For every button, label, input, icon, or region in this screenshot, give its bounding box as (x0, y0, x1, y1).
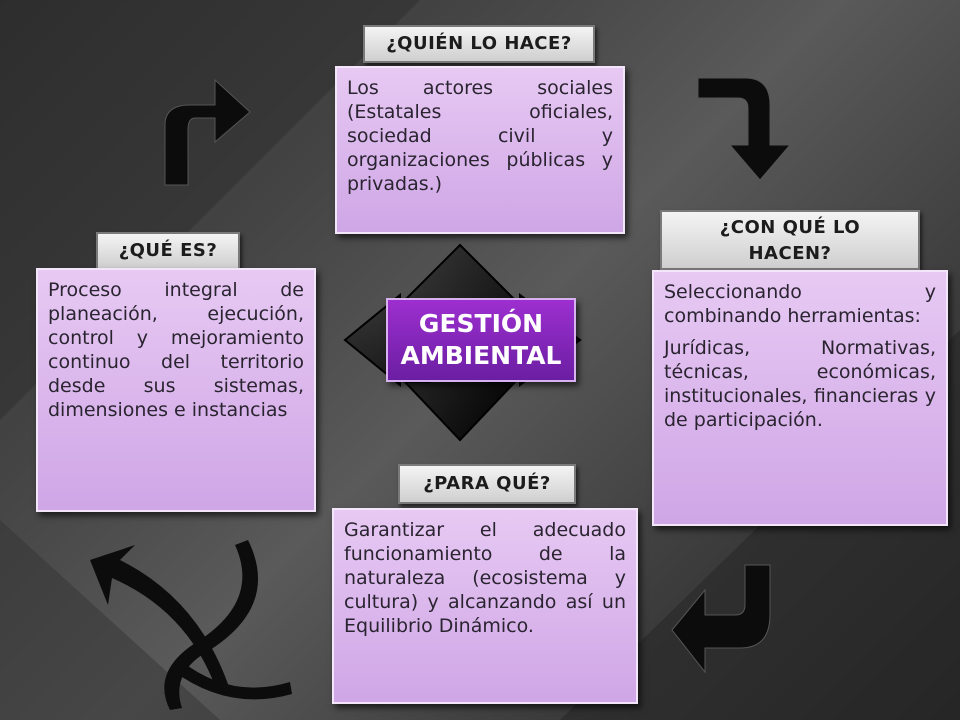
para-que-box: Garantizar el adecuado funcionamiento de… (332, 508, 638, 704)
que-es-heading: ¿QUÉ ES? (96, 232, 240, 270)
que-es-box: Proceso integral de planeación, ejecució… (36, 268, 316, 512)
para-que-heading: ¿PARA QUÉ? (398, 464, 576, 504)
con-que-text-2: Jurídicas, Normativas, técnicas, económi… (664, 337, 936, 431)
con-que-heading-line2: HACEN? (748, 243, 832, 264)
center-title-line2: AMBIENTAL (400, 341, 562, 370)
con-que-text-1: Seleccionando y combinando herramientas: (664, 281, 936, 327)
con-que-heading: ¿CON QUÉ LO HACEN? (660, 210, 920, 270)
quien-text: Los actores sociales (Estatales oficiale… (347, 77, 613, 195)
para-que-text: Garantizar el adecuado funcionamiento de… (344, 519, 626, 637)
con-que-box: Seleccionando y combinando herramientas:… (652, 270, 948, 526)
center-title-line1: GESTIÓN (418, 309, 544, 338)
quien-box: Los actores sociales (Estatales oficiale… (335, 66, 625, 234)
que-es-text: Proceso integral de planeación, ejecució… (48, 279, 304, 421)
quien-heading: ¿QUIÉN LO HACE? (363, 25, 595, 63)
center-title: GESTIÓN AMBIENTAL (386, 298, 576, 382)
con-que-heading-line1: ¿CON QUÉ LO (719, 217, 861, 238)
